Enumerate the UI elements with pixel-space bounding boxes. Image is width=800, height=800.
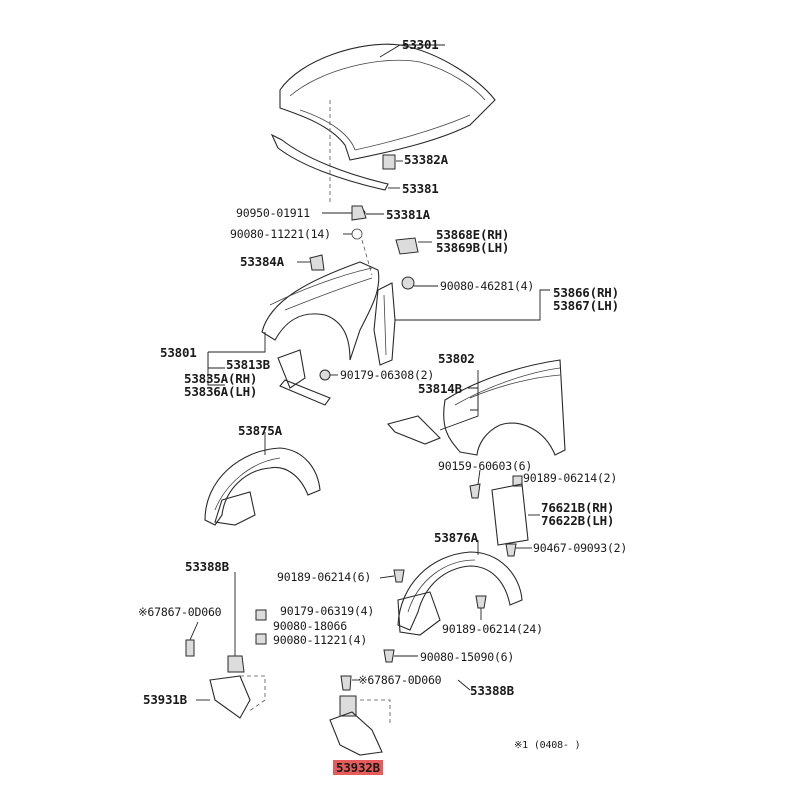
part-label-53813B[interactable]: 53813B bbox=[226, 357, 270, 372]
hood-part bbox=[279, 43, 496, 161]
bracket-53814B bbox=[387, 415, 441, 445]
part-label-53802[interactable]: 53802 bbox=[438, 351, 475, 366]
part-label-90189-06214-6[interactable]: 90189-06214(6) bbox=[277, 570, 372, 584]
footnote: ※1 (0408- ) bbox=[514, 740, 581, 751]
nut-90179-06319 bbox=[255, 609, 267, 621]
part-label-53835A[interactable]: 53835A(RH) bbox=[184, 371, 258, 386]
part-label-53382A[interactable]: 53382A bbox=[404, 152, 448, 167]
liner-front-53875A bbox=[204, 432, 321, 526]
mudflap-53932B bbox=[329, 711, 383, 756]
part-label-90080-11221-14[interactable]: 90080-11221(14) bbox=[230, 227, 331, 241]
bolt-90080-15090 bbox=[383, 649, 395, 663]
fender-right-part bbox=[443, 359, 566, 456]
part-label-53866[interactable]: 53866(RH) bbox=[553, 285, 619, 300]
part-label-53381A[interactable]: 53381A bbox=[386, 207, 430, 222]
part-label-53381[interactable]: 53381 bbox=[402, 181, 439, 196]
mudguard-76621B bbox=[491, 483, 529, 546]
part-label-53867[interactable]: 53867(LH) bbox=[553, 298, 619, 313]
bracket-53813B bbox=[277, 349, 306, 389]
part-label-53931B[interactable]: 53931B bbox=[143, 692, 187, 707]
bolt-90189-06214-6 bbox=[393, 569, 405, 583]
bolt-90189-06214-24 bbox=[475, 595, 487, 609]
screw-90080-11221-4 bbox=[255, 633, 267, 645]
bumper-53382A bbox=[382, 154, 396, 170]
hood-seal-part bbox=[270, 133, 400, 191]
clip-67867-right bbox=[340, 675, 352, 691]
part-label-90080-46281[interactable]: 90080-46281(4) bbox=[440, 279, 535, 293]
part-label-90950-01911[interactable]: 90950-01911 bbox=[236, 206, 310, 220]
part-label-53814B[interactable]: 53814B bbox=[418, 381, 462, 396]
part-label-90159-60603[interactable]: 90159-60603(6) bbox=[438, 459, 533, 473]
part-label-76622B[interactable]: 76622B(LH) bbox=[541, 513, 615, 528]
screw-90159 bbox=[469, 483, 481, 499]
bracket-53381A bbox=[351, 205, 367, 221]
bracket-53868E bbox=[395, 237, 419, 255]
part-label-90179-06308[interactable]: 90179-06308(2) bbox=[340, 368, 435, 382]
liner-rear-53876A bbox=[397, 540, 523, 636]
part-label-53384A[interactable]: 53384A bbox=[240, 254, 284, 269]
screw-90080-11221 bbox=[351, 228, 363, 240]
part-label-90467-09093[interactable]: 90467-09093(2) bbox=[533, 541, 628, 555]
part-label-53876A[interactable]: 53876A bbox=[434, 530, 478, 545]
fender-left-part bbox=[261, 254, 380, 361]
nut-90179-06308 bbox=[319, 369, 331, 381]
bracket-53388B-left bbox=[227, 655, 245, 673]
part-label-67867-0D060-right[interactable]: ※67867-0D060 bbox=[358, 673, 442, 687]
part-label-90179-06319[interactable]: 90179-06319(4) bbox=[280, 604, 375, 618]
part-label-90080-11221-4[interactable]: 90080-11221(4) bbox=[273, 633, 368, 647]
part-label-90189-06214-24[interactable]: 90189-06214(24) bbox=[442, 622, 543, 636]
part-label-53869B[interactable]: 53869B(LH) bbox=[436, 240, 510, 255]
part-label-53801[interactable]: 53801 bbox=[160, 345, 197, 360]
clip-67867-left bbox=[185, 639, 195, 657]
part-label-53301[interactable]: 53301 bbox=[402, 37, 439, 52]
part-label-90080-15090[interactable]: 90080-15090(6) bbox=[420, 650, 515, 664]
part-label-53836A[interactable]: 53836A(LH) bbox=[184, 384, 258, 399]
fender-bracket-53866 bbox=[373, 282, 550, 366]
part-label-90080-18066[interactable]: 90080-18066 bbox=[273, 619, 347, 633]
part-label-53388B-left[interactable]: 53388B bbox=[185, 559, 229, 574]
clip-90467 bbox=[505, 543, 517, 557]
seal-53835A bbox=[279, 379, 331, 406]
part-label-53932B-highlighted[interactable]: 53932B bbox=[333, 760, 383, 775]
mudflap-53931B bbox=[209, 675, 251, 719]
part-label-76621B[interactable]: 76621B(RH) bbox=[541, 500, 615, 515]
part-label-67867-0D060-left[interactable]: ※67867-0D060 bbox=[138, 605, 222, 619]
bolt-90080-46281 bbox=[401, 276, 415, 290]
part-label-53868E[interactable]: 53868E(RH) bbox=[436, 227, 510, 242]
part-label-53875A[interactable]: 53875A bbox=[238, 423, 282, 438]
part-label-53388B-right[interactable]: 53388B bbox=[470, 683, 514, 698]
part-label-90189-06214-2[interactable]: 90189-06214(2) bbox=[523, 471, 618, 485]
